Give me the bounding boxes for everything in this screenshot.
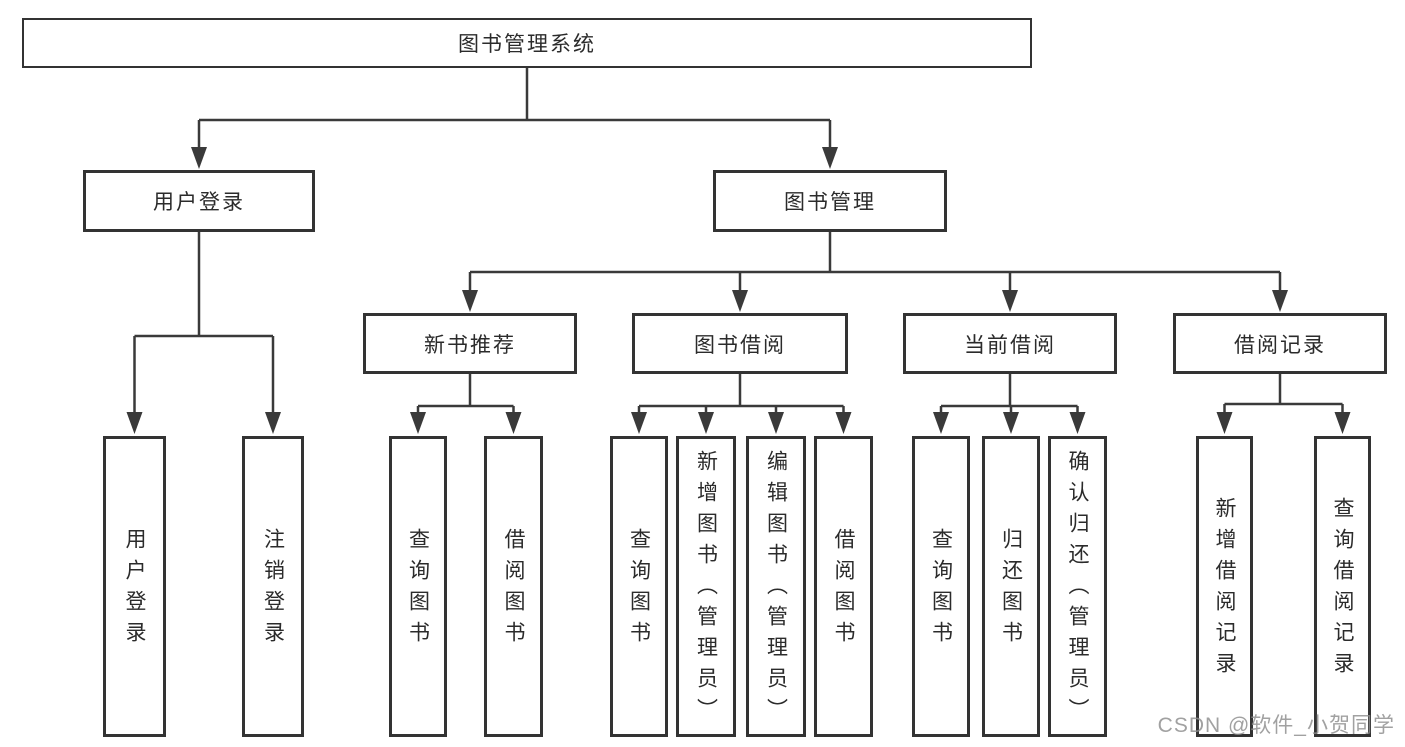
arrowheads-root-to-level2	[191, 147, 838, 169]
connector-current-borrow-children	[939, 374, 1079, 414]
leaf-record-add-borrow-record: 新增借阅记录	[1196, 436, 1253, 737]
connector-root-to-level2	[197, 68, 832, 149]
leaf-borrow-query-book: 查询图书	[610, 436, 668, 737]
leaf-newbook-query-book: 查询图书	[389, 436, 447, 737]
node-book-borrow: 图书借阅	[632, 313, 848, 374]
leaf-current-confirm-return-admin: 确认归还（管理员）	[1048, 436, 1107, 737]
arrowheads-new-book-children	[410, 412, 522, 434]
leaf-current-query-book: 查询图书	[912, 436, 970, 737]
arrowheads-borrow-record-children	[1216, 412, 1351, 434]
connector-book-management-children	[468, 232, 1282, 292]
node-library-system: 图书管理系统	[22, 18, 1032, 68]
leaf-logout: 注销登录	[242, 436, 304, 737]
node-user-login: 用户登录	[83, 170, 315, 232]
leaf-borrow-add-book-admin: 新增图书（管理员）	[676, 436, 736, 737]
leaf-borrow-borrow-book: 借阅图书	[814, 436, 873, 737]
connector-book-borrow-children	[637, 374, 845, 414]
leaf-user-login: 用户登录	[103, 436, 166, 737]
leaf-newbook-borrow-book: 借阅图书	[484, 436, 543, 737]
arrowheads-user-login-children	[126, 412, 281, 434]
connector-user-login-children	[133, 232, 275, 414]
arrowheads-book-management-children	[462, 290, 1288, 312]
arrowheads-current-borrow-children	[933, 412, 1086, 434]
leaf-borrow-edit-book-admin: 编辑图书（管理员）	[746, 436, 806, 737]
leaf-current-return-book: 归还图书	[982, 436, 1040, 737]
csdn-watermark: CSDN @软件_小贺同学	[1157, 714, 1395, 737]
node-book-management: 图书管理	[713, 170, 947, 232]
node-borrow-record: 借阅记录	[1173, 313, 1387, 374]
connector-borrow-record-children	[1223, 374, 1344, 414]
connector-new-book-children	[416, 374, 515, 414]
leaf-record-query-borrow-record: 查询借阅记录	[1314, 436, 1371, 737]
node-current-borrow: 当前借阅	[903, 313, 1117, 374]
node-new-book-recommend: 新书推荐	[363, 313, 577, 374]
arrowheads-book-borrow-children	[631, 412, 852, 434]
